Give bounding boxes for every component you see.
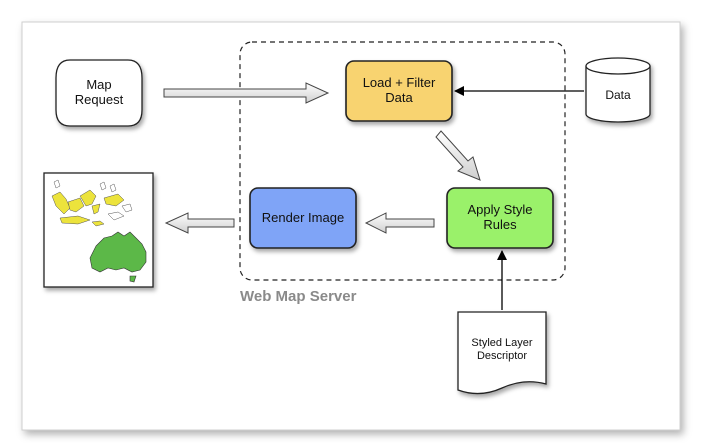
arrow-apply-to-render (364, 212, 435, 234)
load-filter-label: Load + Filter Data (362, 75, 436, 105)
apply-style-label: Apply Style Rules (467, 202, 533, 232)
render-image-label: Render Image (261, 209, 345, 225)
map-request-label: Map Request (74, 77, 124, 107)
data-store-node (585, 57, 651, 123)
output-map-image (43, 172, 154, 288)
arrow-request-to-load (163, 82, 330, 104)
arrow-load-to-apply (435, 130, 481, 181)
sld-label: Styled Layer Descriptor (471, 337, 533, 362)
data-store-label: Data (605, 88, 631, 103)
map-request-node (55, 59, 143, 127)
load-filter-node (345, 60, 453, 122)
web-map-server-boundary (239, 41, 566, 281)
arrow-render-to-map (164, 212, 235, 234)
sld-document-node (457, 311, 547, 395)
web-map-server-label: Web Map Server (240, 288, 357, 305)
apply-style-node (446, 187, 554, 249)
render-image-node (249, 187, 357, 249)
